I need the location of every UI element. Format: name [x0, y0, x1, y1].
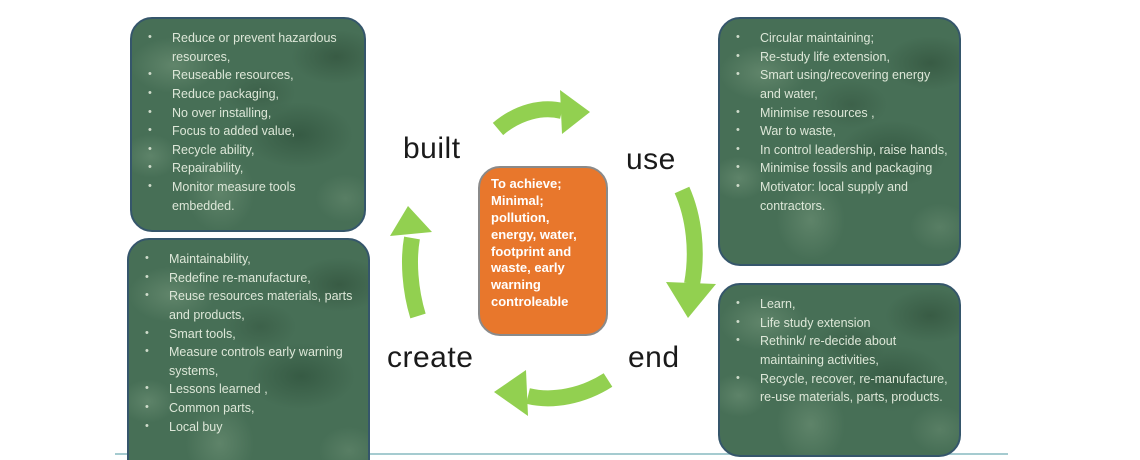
bullet-item: War to waste,	[732, 122, 951, 141]
cycle-arrow-create-to-built-icon	[390, 206, 432, 319]
bullet-item: Reduce or prevent hazardous resources,	[144, 29, 356, 66]
bullet-item: Reduce packaging,	[144, 85, 356, 104]
bullet-item: Reuse resources materials, parts and pro…	[141, 287, 360, 324]
cycle-arrow-end-to-create-icon	[494, 370, 613, 416]
bullet-item: Local buy	[141, 418, 360, 437]
label-use: use	[626, 143, 676, 176]
bullet-item: Monitor measure tools embedded.	[144, 178, 356, 215]
bullet-item: Common parts,	[141, 399, 360, 418]
create-phase-list: Maintainability,Redefine re-manufacture,…	[129, 240, 368, 444]
create-phase-panel: Maintainability,Redefine re-manufacture,…	[127, 238, 370, 460]
bullet-item: Repairability,	[144, 159, 356, 178]
cycle-arrow-use-to-end-icon	[666, 186, 716, 318]
bullet-item: Smart tools,	[141, 325, 360, 344]
bullet-item: Smart using/recovering energy and water,	[732, 66, 951, 103]
bullet-item: Recycle, recover, re-manufacture, re-use…	[732, 370, 951, 407]
cycle-arrow-built-to-use-icon	[492, 90, 590, 136]
bullet-item: Minimise resources ,	[732, 104, 951, 123]
bullet-item: Motivator: local supply and contractors.	[732, 178, 951, 215]
bullet-item: Reuseable resources,	[144, 66, 356, 85]
bullet-item: Circular maintaining;	[732, 29, 951, 48]
bullet-item: Maintainability,	[141, 250, 360, 269]
use-phase-panel: Circular maintaining;Re-study life exten…	[718, 17, 961, 266]
use-phase-list: Circular maintaining;Re-study life exten…	[720, 19, 959, 223]
center-goal-box: To achieve; Minimal; pollution, energy, …	[478, 166, 608, 336]
label-create: create	[387, 341, 474, 374]
bullet-item: Minimise fossils and packaging	[732, 159, 951, 178]
bullet-item: Life study extension	[732, 314, 951, 333]
bullet-item: Learn,	[732, 295, 951, 314]
built-phase-panel: Reduce or prevent hazardous resources,Re…	[130, 17, 366, 232]
built-phase-list: Reduce or prevent hazardous resources,Re…	[132, 19, 364, 223]
bullet-item: Recycle ability,	[144, 141, 356, 160]
bullet-item: No over installing,	[144, 104, 356, 123]
label-end: end	[628, 341, 680, 374]
label-built: built	[403, 132, 461, 165]
end-phase-panel: Learn,Life study extensionRethink/ re-de…	[718, 283, 961, 457]
bullet-item: Redefine re-manufacture,	[141, 269, 360, 288]
bullet-item: Rethink/ re-decide about maintaining act…	[732, 332, 951, 369]
bullet-item: Lessons learned ,	[141, 380, 360, 399]
slide-divider-line	[115, 453, 1008, 455]
end-phase-list: Learn,Life study extensionRethink/ re-de…	[720, 285, 959, 415]
bullet-item: Re-study life extension,	[732, 48, 951, 67]
bullet-item: Focus to added value,	[144, 122, 356, 141]
bullet-item: In control leadership, raise hands,	[732, 141, 951, 160]
center-goal-text: To achieve; Minimal; pollution, energy, …	[491, 176, 577, 310]
bullet-item: Measure controls early warning systems,	[141, 343, 360, 380]
